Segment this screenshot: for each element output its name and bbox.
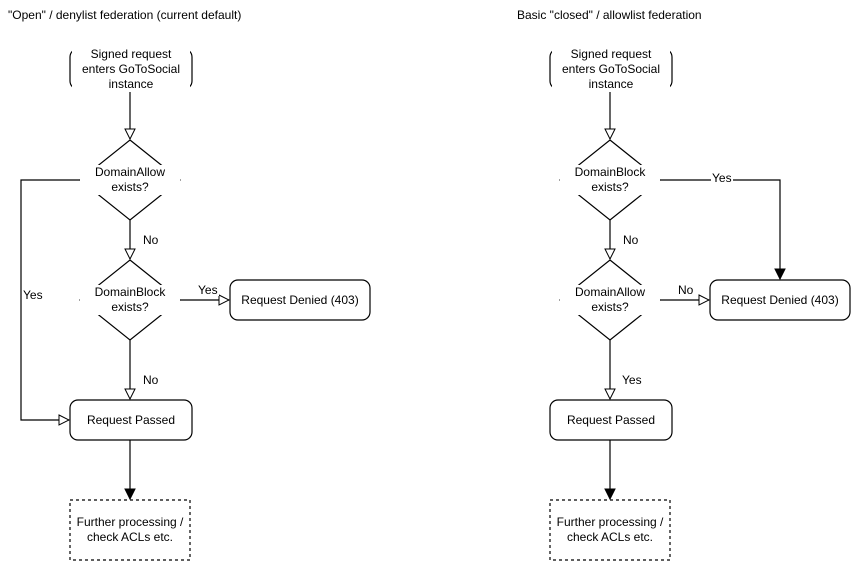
left-domainblock-decision-label: DomainBlock exists?: [80, 260, 180, 340]
left-chart-title: "Open" / denylist federation (current de…: [8, 8, 242, 22]
right-chart-title: Basic "closed" / allowlist federation: [517, 8, 702, 22]
right-start-node-label: Signed request enters GoToSocial instanc…: [552, 46, 670, 92]
left-request-passed-label: Request Passed: [85, 412, 177, 428]
left-block-yes-label: Yes: [197, 283, 219, 297]
right-block-no-label: No: [622, 233, 640, 247]
right-block-yes-label: Yes: [711, 171, 733, 185]
left-block-no-label: No: [142, 373, 160, 387]
right-domainallow-decision-label: DomainAllow exists?: [560, 260, 660, 340]
left-request-denied-label: Request Denied (403): [240, 292, 360, 308]
left-domainallow-decision-label: DomainAllow exists?: [80, 140, 180, 220]
right-further-processing-label: Further processing / check ACLs etc.: [555, 515, 665, 545]
right-domainblock-decision-label: DomainBlock exists?: [560, 140, 660, 220]
right-request-denied-label: Request Denied (403): [720, 292, 840, 308]
left-allow-no-label: No: [142, 233, 160, 247]
right-request-passed-label: Request Passed: [565, 412, 657, 428]
right-allow-yes-label: Yes: [621, 373, 643, 387]
right-allow-no-label: No: [677, 283, 695, 297]
left-further-processing-label: Further processing / check ACLs etc.: [75, 515, 185, 545]
left-start-node-label: Signed request enters GoToSocial instanc…: [72, 46, 190, 92]
left-edge-allow-yes-loop: [20, 179, 80, 420]
left-allow-yes-label: Yes: [22, 288, 44, 302]
right-edge-block-yes: [660, 179, 780, 279]
